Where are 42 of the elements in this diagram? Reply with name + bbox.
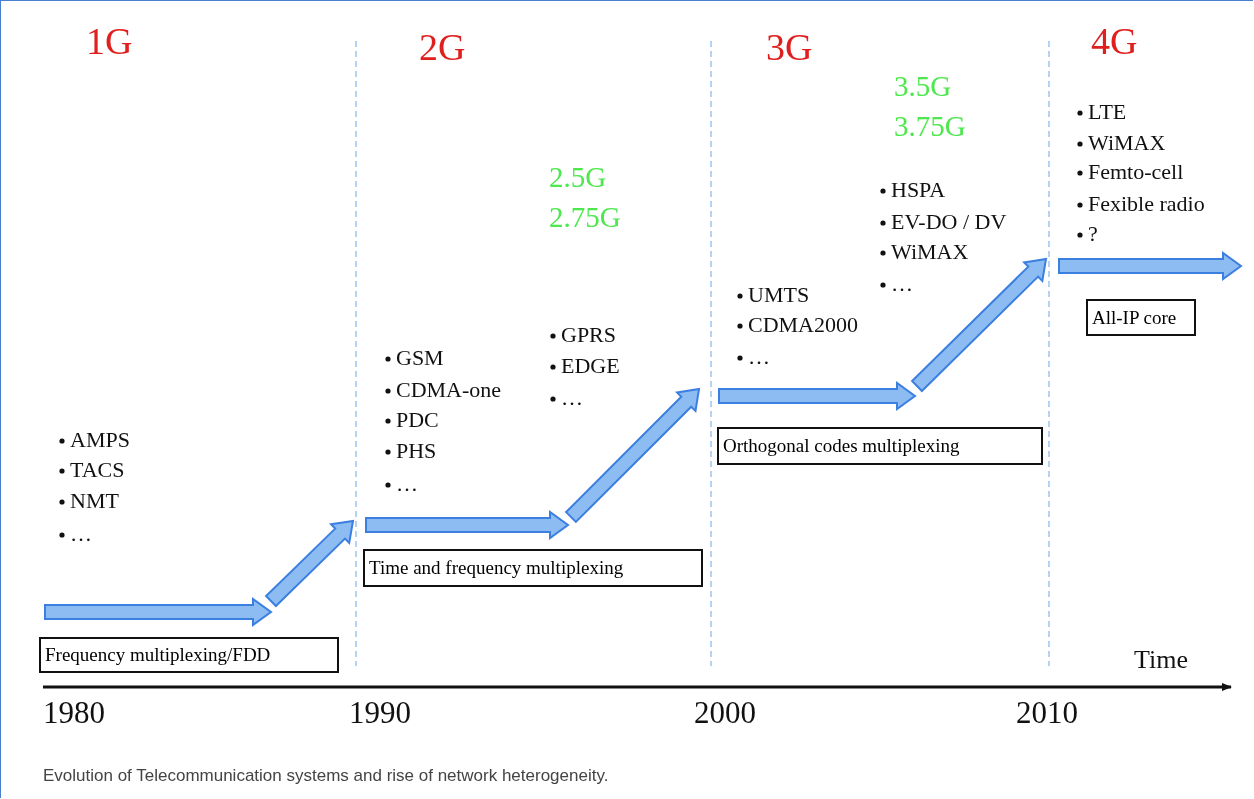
generation-label: 4G xyxy=(1091,21,1138,63)
technology-item: TACS xyxy=(70,458,125,483)
technology-item: PHS xyxy=(396,439,437,464)
technology-item: EV-DO / DV xyxy=(891,210,1007,235)
axis-title: Time xyxy=(1134,646,1188,675)
technique-box: Time and frequency multiplexing xyxy=(363,549,703,587)
technique-box: Orthogonal codes multiplexing xyxy=(717,427,1043,465)
technology-item: WiMAX xyxy=(1088,131,1166,156)
generation-label: 2G xyxy=(419,27,466,69)
technology-item: NMT xyxy=(70,489,119,514)
sub-generation-label: 3.5G xyxy=(894,71,952,103)
year-label: 2010 xyxy=(1016,696,1078,731)
generation-label: 3G xyxy=(766,27,813,69)
technology-item: ? xyxy=(1088,222,1098,247)
caption: Evolution of Telecommunication systems and rise of network heterogeneity. xyxy=(43,767,609,786)
technique-box: All-IP core xyxy=(1086,299,1196,336)
technology-item: Femto-cell xyxy=(1088,160,1184,185)
technology-item: … xyxy=(891,272,913,297)
technology-item: WiMAX xyxy=(891,240,969,265)
technology-item: PDC xyxy=(396,408,439,433)
technology-item: CDMA-one xyxy=(396,378,502,403)
sub-generation-label: 2.75G xyxy=(549,202,621,234)
technology-item: GPRS xyxy=(561,323,617,348)
technology-item: HSPA xyxy=(891,178,946,203)
sub-generation-label: 3.75G xyxy=(894,111,966,143)
technology-item: UMTS xyxy=(748,283,810,308)
technology-item: … xyxy=(748,345,770,370)
technique-box: Frequency multiplexing/FDD xyxy=(39,637,339,673)
technology-item: … xyxy=(396,472,418,497)
technology-item: … xyxy=(561,386,583,411)
technology-item: Fexible radio xyxy=(1088,192,1205,217)
technology-item: LTE xyxy=(1088,100,1127,125)
technology-item: CDMA2000 xyxy=(748,313,858,338)
generation-label: 1G xyxy=(86,21,133,63)
year-label: 1980 xyxy=(43,696,105,731)
technology-item: GSM xyxy=(396,346,444,371)
year-label: 2000 xyxy=(694,696,756,731)
technology-item: EDGE xyxy=(561,354,620,379)
technology-item: AMPS xyxy=(70,428,130,453)
sub-generation-label: 2.5G xyxy=(549,162,607,194)
technology-item: … xyxy=(70,522,92,547)
year-label: 1990 xyxy=(349,696,411,731)
